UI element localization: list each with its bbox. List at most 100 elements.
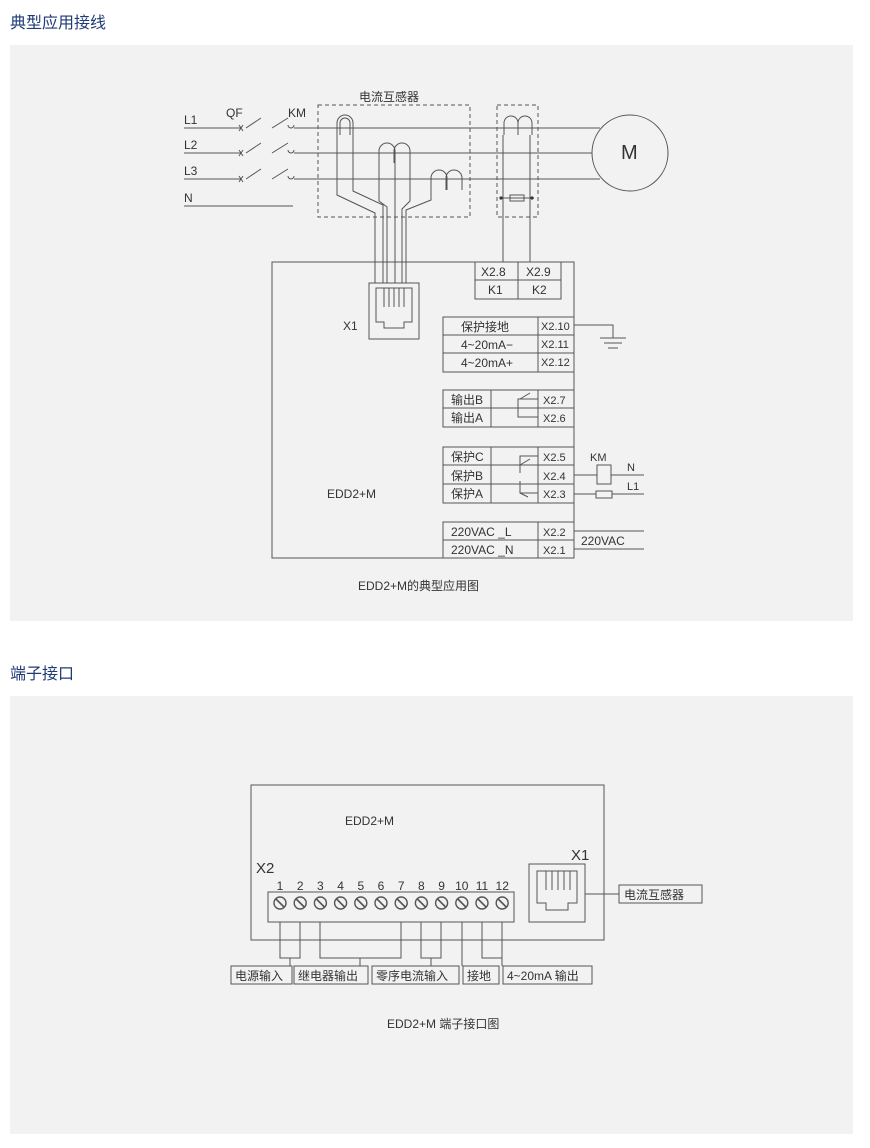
terminal-screw-6 <box>374 896 388 910</box>
terminal-x2-12: X2.12 <box>541 357 570 369</box>
device-label: EDD2+M <box>345 814 394 828</box>
section-heading-terminals: 端子接口 <box>10 666 75 683</box>
protect-relay-contact <box>519 455 538 498</box>
terminal-number-2: 2 <box>297 879 304 893</box>
terminal-k2: K2 <box>532 283 547 297</box>
ct-label-box <box>618 884 703 904</box>
label-power-input: 电源输入 <box>235 968 283 983</box>
label-box-zero-seq <box>371 965 460 985</box>
terminal-number-12: 12 <box>496 879 510 893</box>
ct-dashed-box <box>317 104 471 218</box>
terminal-block <box>267 891 515 923</box>
ct-coils <box>336 114 463 190</box>
terminal-screw-8 <box>414 896 429 910</box>
label-ma-minus: 4~20mA− <box>461 338 513 352</box>
qf-label: QF <box>226 106 243 120</box>
output-relay-contact <box>517 392 538 418</box>
terminal-x2-5: X2.5 <box>543 452 566 464</box>
terminal-x2-10: X2.10 <box>541 321 570 333</box>
x1-label: X1 <box>343 319 358 333</box>
label-protect-ground: 保护接地 <box>461 319 509 334</box>
fuse-symbol <box>595 490 613 499</box>
analog-terminal-box <box>442 316 575 373</box>
ct-label: 电流互感器 <box>624 887 684 902</box>
terminal-screw-11 <box>475 896 489 910</box>
terminal-x2-8: X2.8 <box>481 265 506 279</box>
terminal-number-6: 6 <box>378 879 385 893</box>
label-box-power-input <box>230 965 293 985</box>
label-protect-a: 保护A <box>451 487 483 501</box>
qf-breaker-symbol <box>238 117 262 183</box>
label-protect-b: 保护B <box>451 469 483 483</box>
terminal-x2-9: X2.9 <box>526 265 551 279</box>
wiring-caption: EDD2+M的典型应用图 <box>358 578 479 593</box>
vac-supply-label: 220VAC <box>581 534 625 548</box>
label-ground: 接地 <box>467 968 491 983</box>
line-label-n: N <box>184 191 193 205</box>
label-output-a: 输出A <box>451 410 483 425</box>
label-vac-l: 220VAC _L <box>451 525 512 539</box>
km-coil-label: KM <box>590 452 607 464</box>
x1-rj-connector <box>368 282 420 340</box>
x2-label: X2 <box>256 860 274 877</box>
device-outline <box>250 784 605 941</box>
terminal-x2-1: X2.1 <box>543 545 566 557</box>
terminal-screw-10 <box>455 896 469 910</box>
terminal-number-1: 1 <box>277 879 284 893</box>
ground-symbol <box>574 324 626 349</box>
terminal-x2-3: X2.3 <box>543 489 566 501</box>
terminal-number-5: 5 <box>357 879 364 893</box>
ct-title: 电流互感器 <box>359 89 419 104</box>
device-box <box>271 261 575 559</box>
terminal-screw-1 <box>273 896 287 910</box>
terminal-screw-2 <box>293 896 307 910</box>
label-zero-seq: 零序电流输入 <box>376 968 448 983</box>
label-relay-output: 继电器输出 <box>298 968 358 983</box>
terminal-x2-2: X2.2 <box>543 527 566 539</box>
label-ma-plus: 4~20mA+ <box>461 356 513 370</box>
terminal-caption: EDD2+M 端子接口图 <box>387 1016 499 1031</box>
terminal-screw-9 <box>434 896 449 910</box>
terminal-screw-3 <box>313 896 328 910</box>
terminal-screw-7 <box>394 896 408 910</box>
ct-leads <box>336 135 432 283</box>
terminal-number-9: 9 <box>438 879 445 893</box>
wiring-diagram-panel: L1 L2 L3 N QF KM 电流互感器 <box>10 45 853 621</box>
label-ma-output: 4~20mA 输出 <box>507 968 579 983</box>
motor-label: M <box>621 142 638 164</box>
wiring-diagram: L1 L2 L3 N QF KM 电流互感器 <box>184 89 669 593</box>
terminal-number-10: 10 <box>455 879 469 893</box>
terminal-x2-7: X2.7 <box>543 395 566 407</box>
zero-seq-ct-coil <box>499 115 534 262</box>
km-contactor-symbol <box>271 117 295 180</box>
terminal-number-3: 3 <box>317 879 324 893</box>
label-box-relay-output <box>293 965 369 985</box>
section-heading-wiring: 典型应用接线 <box>10 15 107 32</box>
line-label-l1: L1 <box>184 113 198 127</box>
terminal-number-11: 11 <box>476 879 489 893</box>
label-protect-c: 保护C <box>451 450 484 464</box>
terminal-x2-4: X2.4 <box>543 471 566 483</box>
terminal-leader-lines <box>279 922 503 966</box>
n-supply-label: N <box>627 462 635 474</box>
line-label-l3: L3 <box>184 164 198 178</box>
terminal-screw-4 <box>333 896 348 910</box>
terminal-number-4: 4 <box>337 879 344 893</box>
device-label: EDD2+M <box>327 487 376 501</box>
terminal-number-8: 8 <box>418 879 425 893</box>
label-output-b: 输出B <box>451 392 483 407</box>
km-label: KM <box>288 106 306 120</box>
terminal-x2-6: X2.6 <box>543 413 566 425</box>
label-box-ma-output <box>502 965 593 985</box>
km-coil-symbol <box>596 464 612 485</box>
terminal-screw-5 <box>354 896 368 910</box>
l1-supply-label: L1 <box>627 481 639 493</box>
line-label-l2: L2 <box>184 138 198 152</box>
label-box-ground <box>462 965 500 985</box>
motor-symbol <box>591 114 669 192</box>
x1-label: X1 <box>571 847 589 864</box>
x1-rj-connector <box>528 863 586 923</box>
terminal-screw-12 <box>495 896 509 910</box>
